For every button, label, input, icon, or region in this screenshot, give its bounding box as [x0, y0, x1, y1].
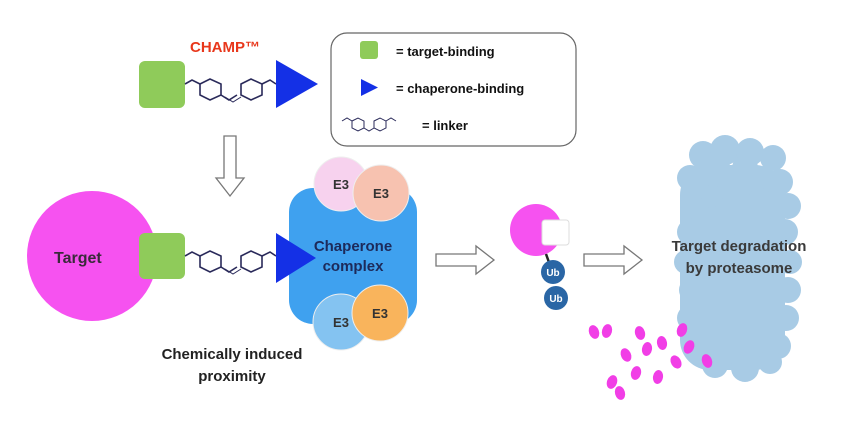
peptide-fragment	[670, 355, 682, 369]
e3-label: E3	[333, 177, 349, 192]
peptide-fragment	[614, 386, 626, 400]
linker-icon	[184, 78, 277, 103]
ubiquitin	[541, 260, 565, 284]
green-square-icon	[360, 41, 378, 59]
peptide-fragment	[656, 336, 668, 350]
proximity-label-line2: proximity	[198, 368, 266, 385]
chaperone-binding-icon	[276, 60, 318, 108]
chaperone-label-line2: complex	[323, 258, 385, 275]
e3-ligase	[351, 284, 409, 342]
e3-ligase	[352, 164, 410, 222]
target-binding-icon	[139, 61, 185, 108]
peptide-fragment	[683, 340, 695, 354]
peptide-fragments	[588, 323, 713, 400]
champ-molecule-bound	[139, 233, 316, 283]
down-arrow-icon	[214, 135, 246, 198]
target-binding-icon	[139, 233, 185, 279]
peptide-fragment	[606, 375, 618, 389]
champ-title: CHAMP™	[190, 39, 260, 56]
peptide-fragment	[634, 326, 646, 340]
ub-label: Ub	[549, 294, 562, 305]
peptide-fragment	[620, 348, 632, 362]
proximity-label-line1: Chemically induced	[162, 346, 303, 363]
e3-label: E3	[372, 306, 388, 321]
degradation-label-line1: Target degradation	[672, 238, 807, 255]
peptide-fragment	[588, 325, 600, 339]
right-arrow-icon	[435, 244, 496, 276]
peptide-fragment	[652, 370, 664, 384]
legend-box: = target-binding = chaperone-binding = l…	[330, 32, 577, 147]
ub-label: Ub	[546, 268, 559, 279]
blue-triangle-icon	[361, 79, 378, 96]
chaperone-label-line1: Chaperone	[314, 238, 392, 255]
legend-item-target-binding: = target-binding	[396, 44, 495, 59]
e3-label: E3	[333, 315, 349, 330]
target-protein	[27, 191, 157, 321]
linker-icon	[341, 117, 397, 132]
legend-item-linker: = linker	[422, 118, 468, 133]
peptide-fragment	[676, 323, 688, 337]
peptide-fragment	[641, 342, 653, 356]
peptide-fragment	[601, 324, 613, 338]
target-label: Target	[54, 250, 102, 267]
legend-item-chaperone-binding: = chaperone-binding	[396, 81, 524, 96]
linker-icon	[184, 250, 277, 275]
right-arrow-icon	[583, 244, 644, 276]
chaperone-binding-icon	[276, 233, 316, 283]
degradation-label-line2: by proteasome	[686, 260, 793, 277]
peptide-fragment	[630, 366, 642, 380]
champ-molecule-top	[139, 60, 318, 108]
target-binding-icon	[541, 219, 570, 246]
e3-label: E3	[373, 186, 389, 201]
peptide-fragment	[701, 354, 713, 368]
ubiquitinated-target: Ub Ub	[510, 204, 570, 310]
ubiquitin	[544, 286, 568, 310]
